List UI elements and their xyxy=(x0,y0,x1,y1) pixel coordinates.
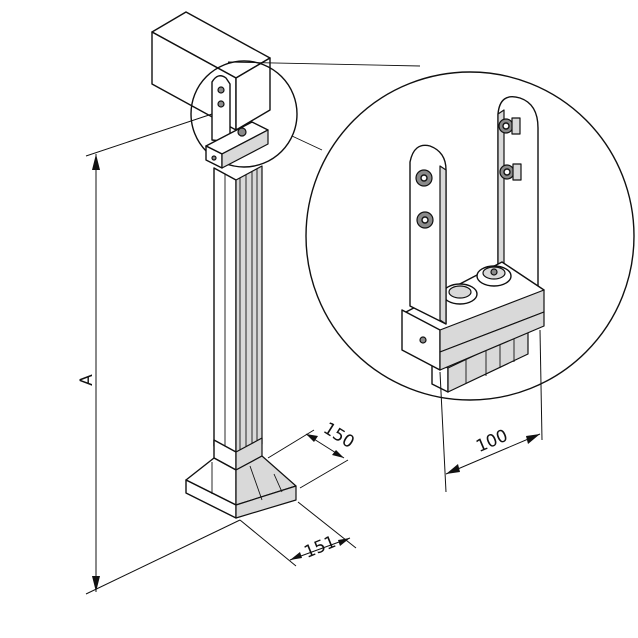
detail-leader-bottom xyxy=(291,135,323,151)
base-width-label: 150 xyxy=(320,419,358,453)
beam-block xyxy=(151,11,271,131)
bracket-small xyxy=(205,75,269,169)
base-depth-label: 151 xyxy=(301,532,339,563)
bracket-width-label: 100 xyxy=(473,426,511,457)
detail-leader-top xyxy=(227,61,421,67)
detail-circle-large xyxy=(305,71,635,401)
dimension-height: A xyxy=(77,113,241,595)
height-label: A xyxy=(77,374,97,386)
bracket-large xyxy=(401,96,545,393)
base-foot xyxy=(185,437,297,519)
post xyxy=(213,165,263,459)
detail-circle-small xyxy=(190,60,298,168)
